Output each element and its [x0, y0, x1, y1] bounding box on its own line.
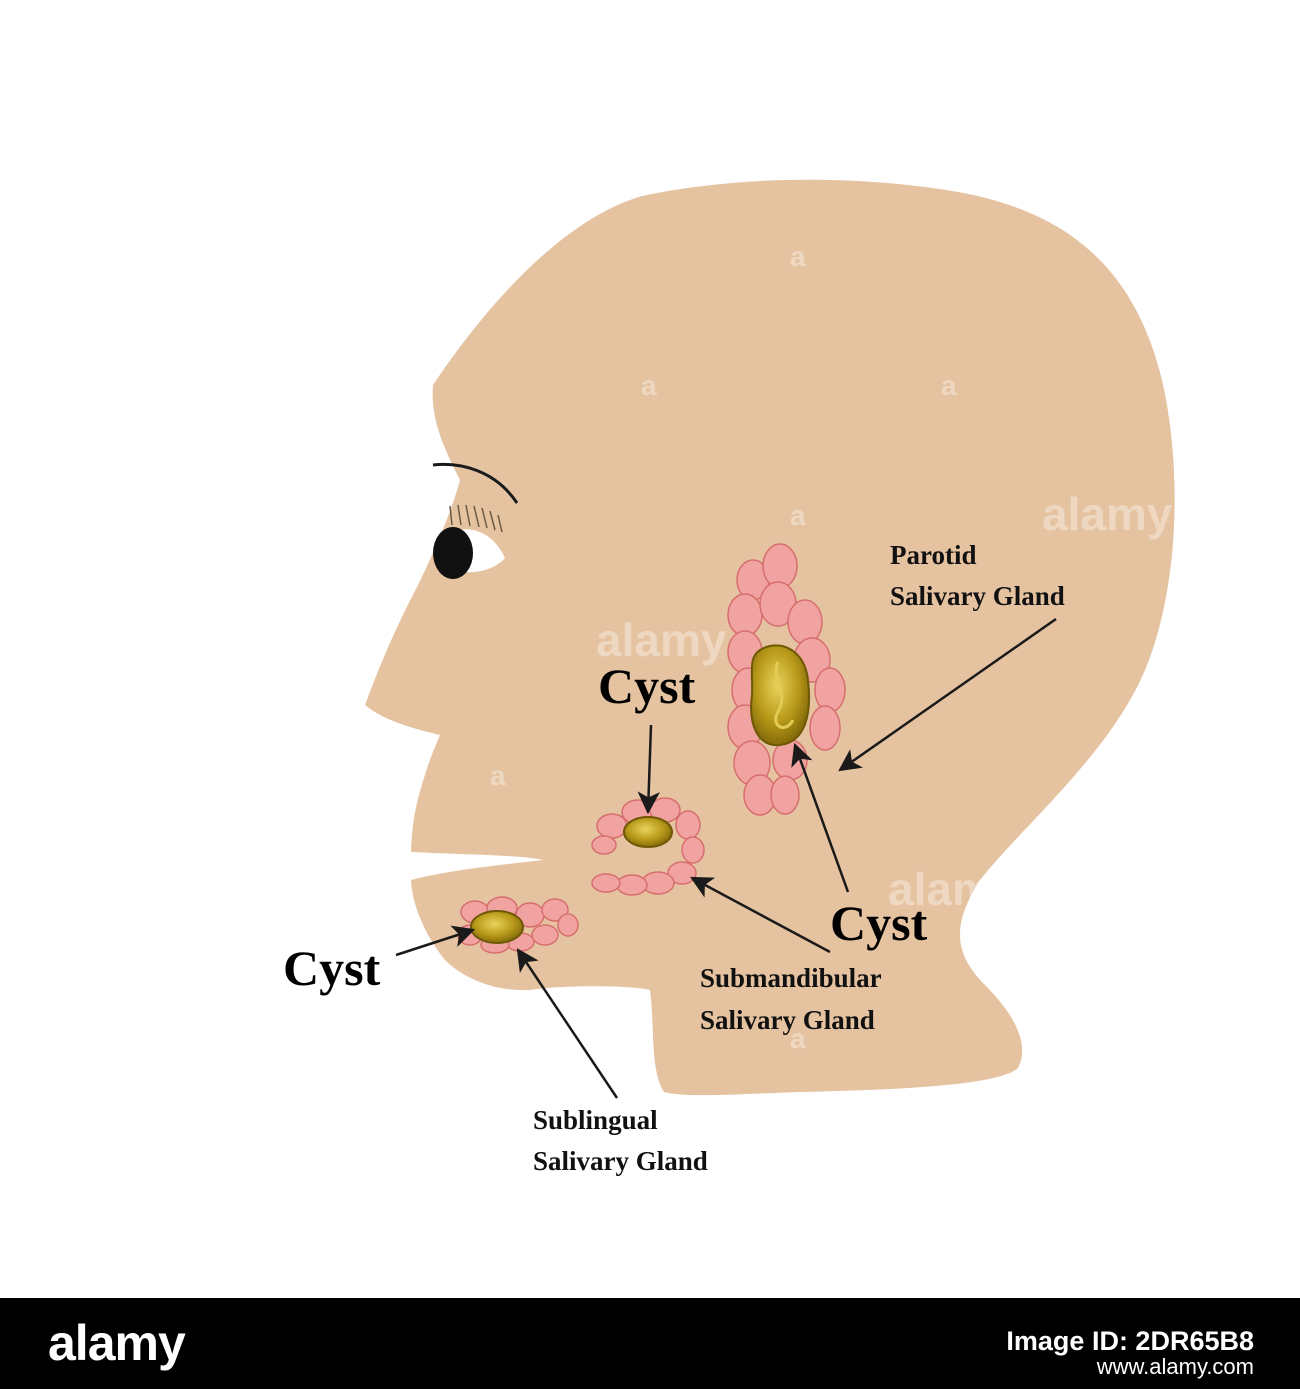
submandibular-label-line2: Salivary Gland [700, 1005, 875, 1035]
arrow-cyst-left-to-sublingual-cyst [395, 925, 476, 957]
watermark: alamy [596, 614, 727, 666]
parotid-cyst [750, 644, 811, 747]
sublingual-label-line1: Sublingual [533, 1105, 658, 1135]
watermark: a [790, 500, 806, 531]
sublingual-label-line2: Salivary Gland [533, 1146, 708, 1176]
alamy-logo: alamy [48, 1315, 186, 1371]
arrow-sublingual-label [516, 948, 619, 1099]
sublingual-cyst [470, 910, 524, 944]
head-silhouette [365, 179, 1175, 1096]
watermark: a [641, 370, 657, 401]
arrow-parotid-label [838, 617, 1057, 772]
submandibular-cyst [623, 816, 673, 848]
salivary-gland-cyst-diagram: alamy alamy alamy a a a a a a [283, 179, 1175, 1176]
watermark: alamy [1042, 488, 1173, 540]
cyst-label-right: Cyst [830, 895, 928, 951]
watermark: alamy [888, 863, 1019, 915]
parotid-cyst-highlight [774, 661, 795, 729]
watermark: a [790, 1023, 806, 1054]
watermark: a [941, 370, 957, 401]
watermarks: alamy alamy alamy a a a a a a [490, 241, 1173, 1054]
eyelashes [449, 504, 503, 533]
site-url: www.alamy.com [1096, 1354, 1254, 1379]
arrow-cyst-right-to-parotid-cyst [791, 742, 850, 893]
cyst-label-left: Cyst [283, 940, 381, 996]
arrows [395, 617, 1057, 1099]
eyebrow [432, 462, 519, 504]
watermark: a [490, 760, 506, 791]
arrow-cyst-top-to-submandibular-cyst [637, 724, 660, 815]
parotid-label-line1: Parotid [890, 540, 977, 570]
eye-iris-icon [433, 527, 473, 579]
stock-footer-bar: alamy Image ID: 2DR65B8 www.alamy.com [0, 1298, 1300, 1389]
arrow-submandibular-label [690, 876, 831, 954]
parotid-gland [727, 543, 846, 816]
parotid-label-line2: Salivary Gland [890, 581, 1065, 611]
submandibular-label-line1: Submandibular [700, 963, 882, 993]
cyst-label-top: Cyst [598, 658, 696, 714]
image-id: Image ID: 2DR65B8 [1006, 1326, 1254, 1356]
watermark: a [790, 241, 806, 272]
